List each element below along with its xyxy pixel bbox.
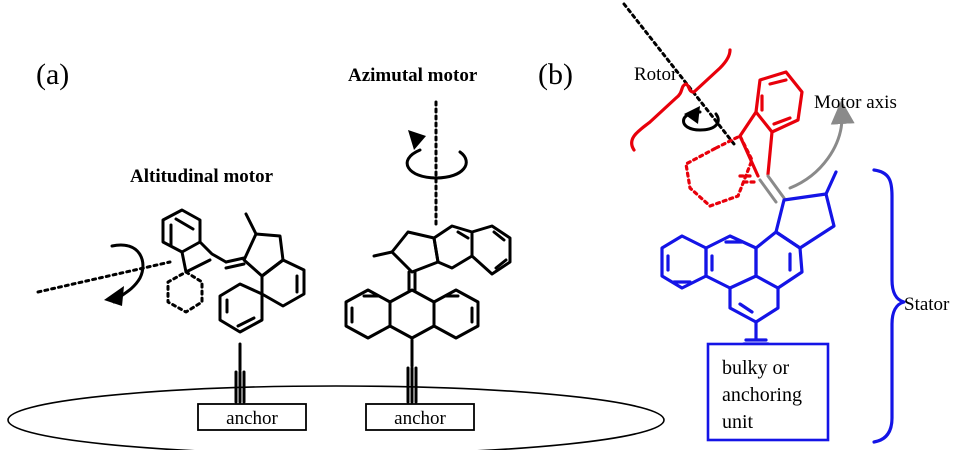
central-double-bond [758, 174, 786, 204]
rotor-label: Rotor [634, 64, 678, 85]
altitudinal-motor-molecule [161, 208, 306, 404]
altitudinal-axis [36, 260, 172, 294]
altitudinal-rotation-arrow [104, 243, 145, 306]
panel-b-label: (b) [538, 58, 573, 91]
anchor-label-left: anchor [226, 408, 278, 429]
rotor-rotation-arrow [682, 106, 720, 132]
panel-a-label: (a) [36, 58, 69, 91]
rotor-axis-dotted [622, 2, 736, 146]
stator-brace [872, 168, 906, 444]
altitudinal-motor-label: Altitudinal motor [130, 166, 274, 187]
azimutal-rotation-arrow [405, 130, 468, 180]
anchor-label-right: anchor [394, 408, 446, 429]
unit-box-line-2: anchoring [722, 384, 802, 406]
rotor-bracket [630, 48, 732, 152]
anchor-box-right [365, 403, 475, 431]
surface-ellipse [7, 385, 665, 450]
anchor-box-left [197, 403, 307, 431]
unit-box-line-3: unit [722, 411, 754, 433]
azimutal-motor-molecule [344, 224, 512, 404]
azimutal-motor-label: Azimutal motor [348, 65, 478, 86]
anchoring-unit-box [706, 342, 830, 442]
stator-fragment [660, 170, 838, 346]
rotor-fragment [684, 70, 804, 208]
motor-axis-arrow [788, 100, 855, 190]
stator-label: Stator [904, 294, 950, 315]
motor-axis-label: Motor axis [814, 92, 897, 113]
unit-box-line-1: bulky or [722, 357, 790, 379]
